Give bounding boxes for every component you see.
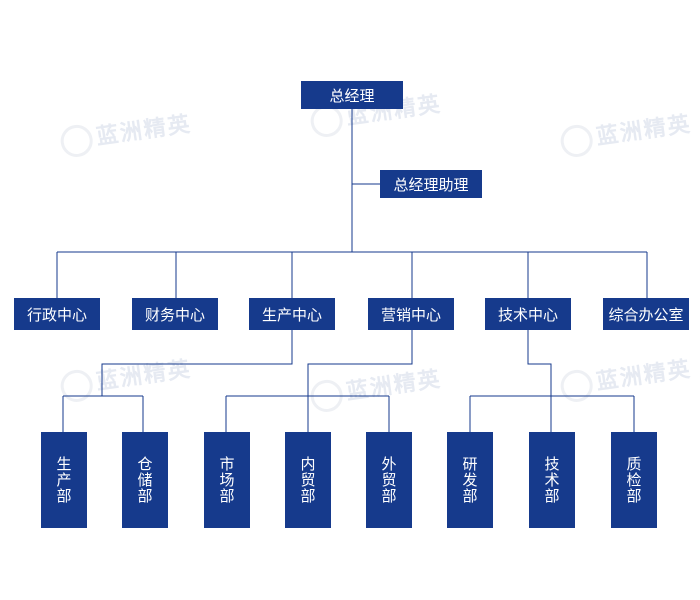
marketing-branch [307,330,413,396]
dept-node: 仓储部 [122,432,168,528]
center-node-tech: 技术中心 [485,298,571,330]
production-branch [101,330,293,396]
ceo-node: 总经理 [301,81,403,109]
dept-node: 生产部 [41,432,87,528]
center-node-production: 生产中心 [249,298,335,330]
center-node-marketing: 营销中心 [368,298,454,330]
tech-branch [527,330,552,396]
assistant-node: 总经理助理 [380,170,482,198]
dept-node: 技术部 [529,432,575,528]
dept-node: 市场部 [204,432,250,528]
center-node-office: 综合办公室 [603,298,689,330]
dept-node: 质检部 [611,432,657,528]
center-node-finance: 财务中心 [132,298,218,330]
center-node-admin: 行政中心 [14,298,100,330]
dept-node: 研发部 [447,432,493,528]
dept-node: 外贸部 [366,432,412,528]
dept-node: 内贸部 [285,432,331,528]
